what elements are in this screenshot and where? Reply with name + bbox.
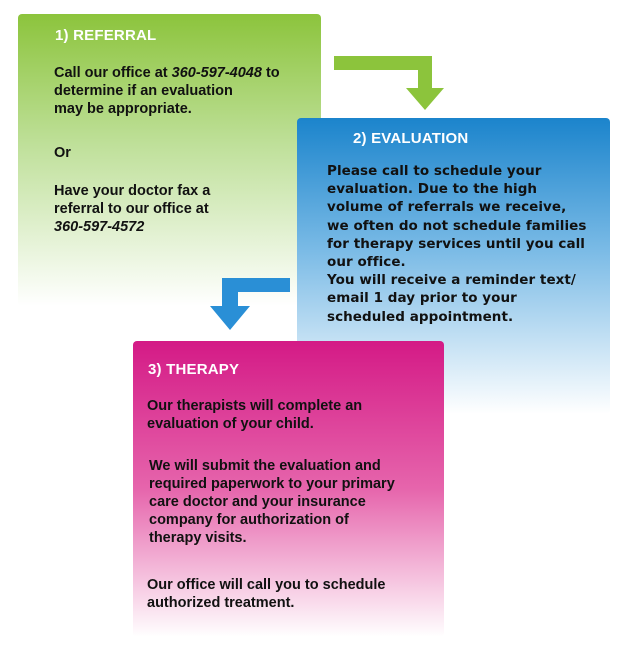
evaluation-title: 2) EVALUATION — [353, 130, 469, 147]
evaluation-line: we often do not schedule families — [327, 217, 587, 234]
referral-call-text: Call our office at 360-597-4048 to deter… — [54, 64, 280, 118]
therapy-line: authorized treatment. — [147, 595, 295, 611]
referral-fax-line2: referral to our office at — [54, 201, 209, 217]
referral-step-box: 1) REFERRAL Call our office at 360-597-4… — [18, 14, 321, 306]
evaluation-line: You will receive a reminder text/ — [327, 272, 576, 289]
bent-arrow-right-down-icon — [334, 56, 444, 110]
therapy-line: care doctor and your insurance — [149, 494, 366, 510]
therapy-step-box: 3) THERAPY Our therapists will complete … — [133, 341, 444, 637]
therapy-para-3: Our office will call you to schedule aut… — [147, 576, 386, 612]
therapy-para-1: Our therapists will complete an evaluati… — [147, 397, 362, 433]
referral-fax-text: Have your doctor fax a referral to our o… — [54, 182, 210, 236]
evaluation-line: evaluation. Due to the high — [327, 181, 538, 198]
evaluation-line: Please call to schedule your — [327, 163, 542, 179]
evaluation-text: Please call to schedule your evaluation.… — [327, 162, 586, 326]
referral-call-line2: determine if an evaluation — [54, 83, 233, 99]
therapy-line: We will submit the evaluation and — [149, 458, 381, 474]
referral-call-suffix: to — [261, 65, 280, 81]
evaluation-line: scheduled appointment. — [327, 308, 514, 325]
referral-or-text: Or — [54, 145, 71, 161]
therapy-line: required paperwork to your primary — [149, 476, 395, 492]
referral-call-line3: may be appropriate. — [54, 101, 192, 117]
referral-title: 1) REFERRAL — [55, 27, 157, 44]
office-phone-number: 360-597-4048 — [171, 65, 262, 81]
evaluation-line: volume of referrals we receive, — [327, 199, 567, 216]
evaluation-line: for therapy services until you call — [327, 235, 585, 252]
referral-fax-line1: Have your doctor fax a — [54, 183, 211, 199]
therapy-line: therapy visits. — [149, 530, 247, 546]
therapy-title: 3) THERAPY — [148, 361, 240, 378]
evaluation-line: our office. — [327, 254, 406, 271]
therapy-line: Our therapists will complete an — [147, 398, 363, 414]
evaluation-line: email 1 day prior to your — [327, 290, 517, 307]
therapy-line: evaluation of your child. — [147, 416, 314, 432]
therapy-line: company for authorization of — [149, 512, 349, 528]
bent-arrow-left-down-icon — [210, 278, 290, 330]
therapy-line: Our office will call you to schedule — [147, 577, 386, 593]
therapy-para-2: We will submit the evaluation and requir… — [149, 457, 395, 547]
fax-number: 360-597-4572 — [54, 219, 145, 235]
referral-call-prefix: Call our office at — [54, 65, 172, 81]
